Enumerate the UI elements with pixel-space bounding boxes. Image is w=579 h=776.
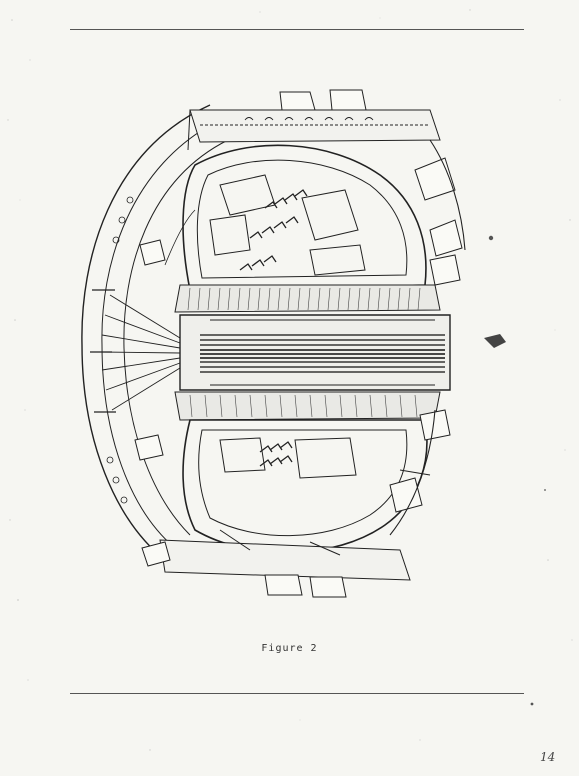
tokamak-cutaway-drawing (81, 89, 506, 598)
handwritten-page-mark: 14 (540, 750, 556, 764)
figure-caption: Figure 2 (261, 643, 318, 654)
bottom-rule (70, 693, 524, 694)
top-rule (70, 29, 524, 30)
figure-drawing (70, 80, 540, 610)
